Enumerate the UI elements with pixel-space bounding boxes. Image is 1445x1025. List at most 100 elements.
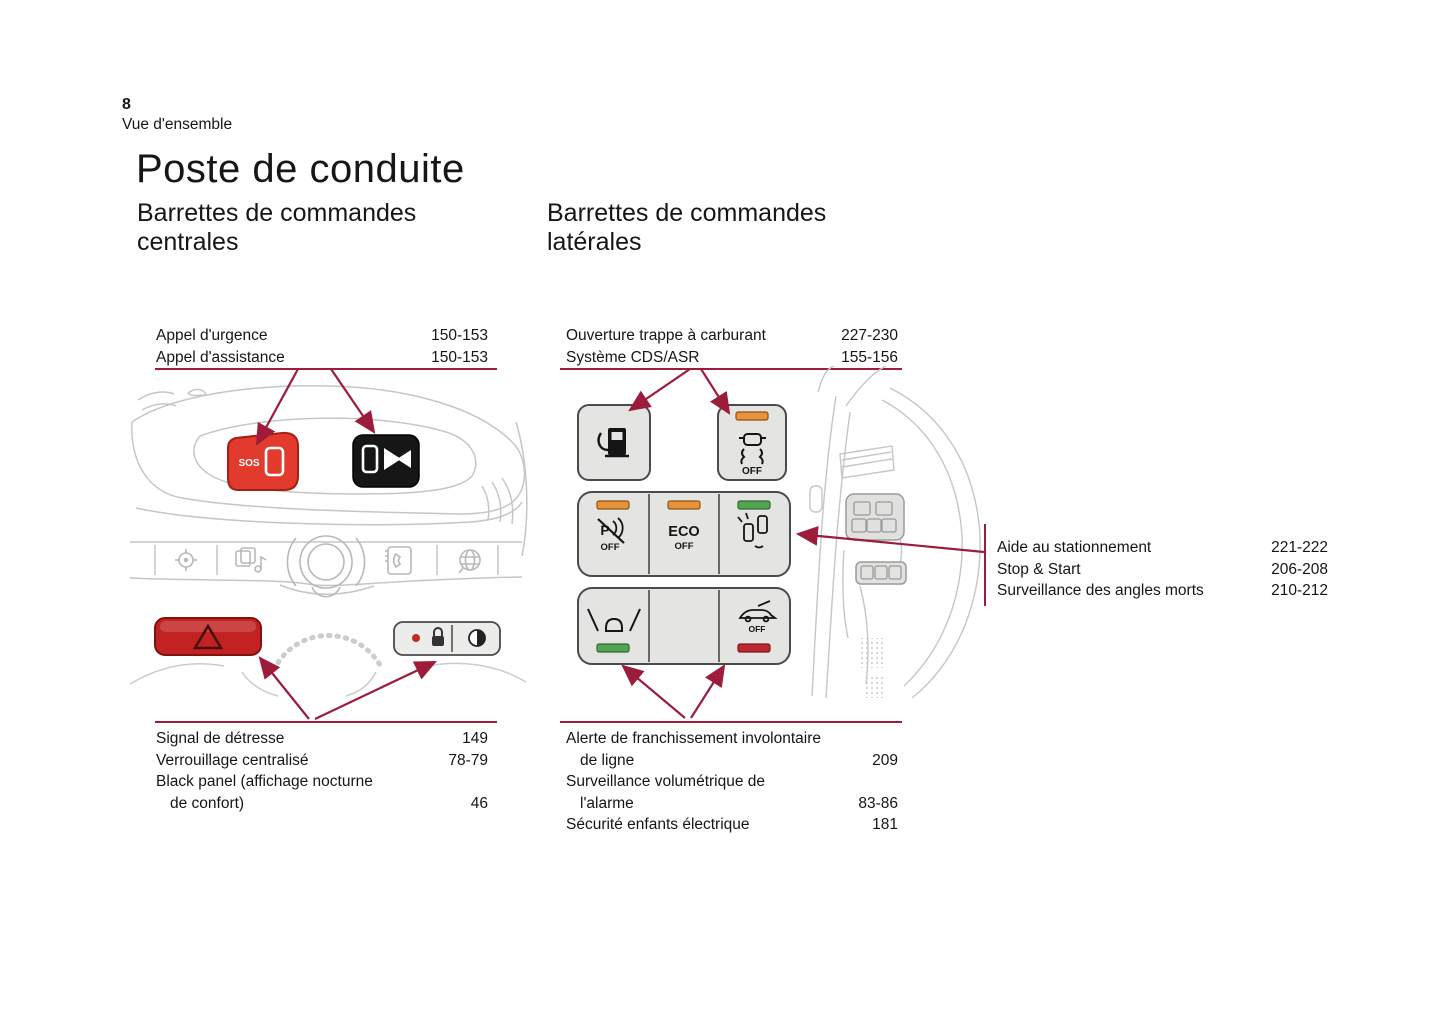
parking-p-label: P xyxy=(600,522,609,538)
assistance-phone-glyph xyxy=(361,444,379,474)
eco-button: ECO OFF xyxy=(667,500,701,552)
indicator-bar-orange xyxy=(667,500,701,510)
page-ref: 227-230 xyxy=(841,327,898,344)
indicator-bar-green xyxy=(737,500,771,510)
blind-spot-icon xyxy=(737,512,768,549)
page-ref: 46 xyxy=(470,794,488,812)
eco-label: ECO xyxy=(668,524,699,540)
steering-wheel-art xyxy=(130,632,527,697)
label-text: Black panel (affichage nocturne xyxy=(156,773,373,790)
ds-logo-icon xyxy=(384,448,411,470)
label-row: Signal de détresse 149 xyxy=(156,728,488,750)
label-row: Ouverture trappe à carburant 227-230 xyxy=(566,325,898,347)
section-title: Vue d'ensemble xyxy=(122,116,233,133)
label-text: l'alarme xyxy=(580,794,634,812)
page-ref: 181 xyxy=(872,816,898,833)
rotary-knob xyxy=(286,535,366,598)
console-outline-art xyxy=(130,385,528,595)
black-panel-icon xyxy=(468,629,486,647)
label-text: Verrouillage centralisé xyxy=(156,751,309,769)
blind-spot-button xyxy=(737,500,771,549)
car-alarm-icon xyxy=(738,600,778,623)
page-ref: 209 xyxy=(872,751,898,769)
web-icon xyxy=(458,549,481,574)
media-icon xyxy=(235,547,267,573)
lock-led-dot xyxy=(412,634,420,642)
label-row: Verrouillage centralisé 78-79 xyxy=(156,750,488,772)
lane-departure-button xyxy=(587,608,641,653)
callout-line-bottom-left xyxy=(155,721,497,723)
label-text: Signal de détresse xyxy=(156,730,285,747)
parking-sensor-button: P OFF xyxy=(596,500,630,553)
label-text: Ouverture trappe à carburant xyxy=(566,327,766,344)
indicator-bar-green xyxy=(596,643,630,653)
page-ref: 150-153 xyxy=(431,327,488,344)
label-row: Sécurité enfants électrique 181 xyxy=(566,814,898,836)
label-text: Surveillance volumétrique de xyxy=(566,773,766,790)
label-text: Système CDS/ASR xyxy=(566,348,700,366)
navigation-icon xyxy=(175,549,197,571)
page-ref: 83-86 xyxy=(858,794,898,812)
label-text: Appel d'assistance xyxy=(156,348,285,366)
alarm-off-label: OFF xyxy=(749,624,766,634)
label-row: de ligne 209 xyxy=(566,750,898,772)
label-text: Surveillance des angles morts xyxy=(997,582,1204,599)
subtitle-central-controls: Barrettes de commandes centrales xyxy=(137,199,417,256)
label-row: Appel d'assistance 150-153 xyxy=(156,347,488,369)
label-row: Surveillance des angles morts 210-212 xyxy=(997,580,1328,602)
page-ref: 149 xyxy=(462,730,488,747)
page-number: 8 xyxy=(122,96,131,113)
fuel-flap-button xyxy=(577,404,651,481)
esp-skid-icon xyxy=(739,433,766,465)
label-text: Aide au stationnement xyxy=(997,539,1152,556)
page-ref: 150-153 xyxy=(431,348,488,366)
callout-bar-side-right xyxy=(984,524,986,606)
page-ref: 221-222 xyxy=(1271,539,1328,556)
label-row: Système CDS/ASR 155-156 xyxy=(566,347,898,369)
page-ref: 210-212 xyxy=(1271,582,1328,599)
label-row: de confort) 46 xyxy=(156,793,488,815)
label-text: Alerte de franchissement involontaire xyxy=(566,730,822,747)
page-title: Poste de conduite xyxy=(136,147,465,191)
esp-off-label: OFF xyxy=(742,466,762,477)
assistance-button xyxy=(352,434,420,488)
indicator-bar-orange xyxy=(596,500,630,510)
subtitle-lateral-controls: Barrettes de commandes latérales xyxy=(547,199,827,256)
callout-line-bottom-right xyxy=(560,721,902,723)
warning-triangle-icon xyxy=(192,623,224,650)
label-text: de ligne xyxy=(580,751,635,769)
central-console-diagram: SOS xyxy=(130,368,528,720)
padlock-icon xyxy=(432,627,444,646)
label-row: Appel d'urgence 150-153 xyxy=(156,325,488,347)
label-text: Appel d'urgence xyxy=(156,327,268,344)
label-row: Black panel (affichage nocturne xyxy=(156,771,488,793)
sos-phone-glyph xyxy=(264,446,285,477)
label-block-bottom-left: Signal de détresse 149 Verrouillage cent… xyxy=(156,728,488,814)
label-block-top-right: Ouverture trappe à carburant 227-230 Sys… xyxy=(566,325,898,368)
label-row: Surveillance volumétrique de xyxy=(566,771,898,793)
fuel-pump-icon xyxy=(597,428,629,458)
label-row: Aide au stationnement 221-222 xyxy=(997,537,1328,559)
label-text: Sécurité enfants électrique xyxy=(566,816,750,833)
label-row: Alerte de franchissement involontaire xyxy=(566,728,898,750)
middle-control-strip: P OFF ECO OFF xyxy=(577,491,791,577)
alarm-off-button: OFF xyxy=(737,600,778,653)
sos-label: SOS xyxy=(238,458,259,469)
phone-icon xyxy=(385,546,412,575)
lateral-controls-diagram: OFF P OFF ECO OFF xyxy=(577,366,985,719)
indicator-bar-red xyxy=(737,643,771,653)
page-ref: 78-79 xyxy=(448,751,488,769)
console-strip-icons xyxy=(175,535,481,598)
door-switch-panels-art xyxy=(845,493,907,585)
page-ref: 206-208 xyxy=(1271,560,1328,578)
callout-arrows xyxy=(255,368,437,720)
lock-blackpanel-button-group xyxy=(393,621,501,656)
lane-departure-icon xyxy=(587,608,641,632)
label-text: Stop & Start xyxy=(997,560,1081,578)
label-row: l'alarme 83-86 xyxy=(566,793,898,815)
callout-line-top-right xyxy=(560,368,902,370)
hazard-warning-button xyxy=(154,617,262,656)
dashboard-outline-art xyxy=(809,366,981,699)
esp-asr-button: OFF xyxy=(717,404,787,481)
callout-line-top-left xyxy=(155,368,497,370)
